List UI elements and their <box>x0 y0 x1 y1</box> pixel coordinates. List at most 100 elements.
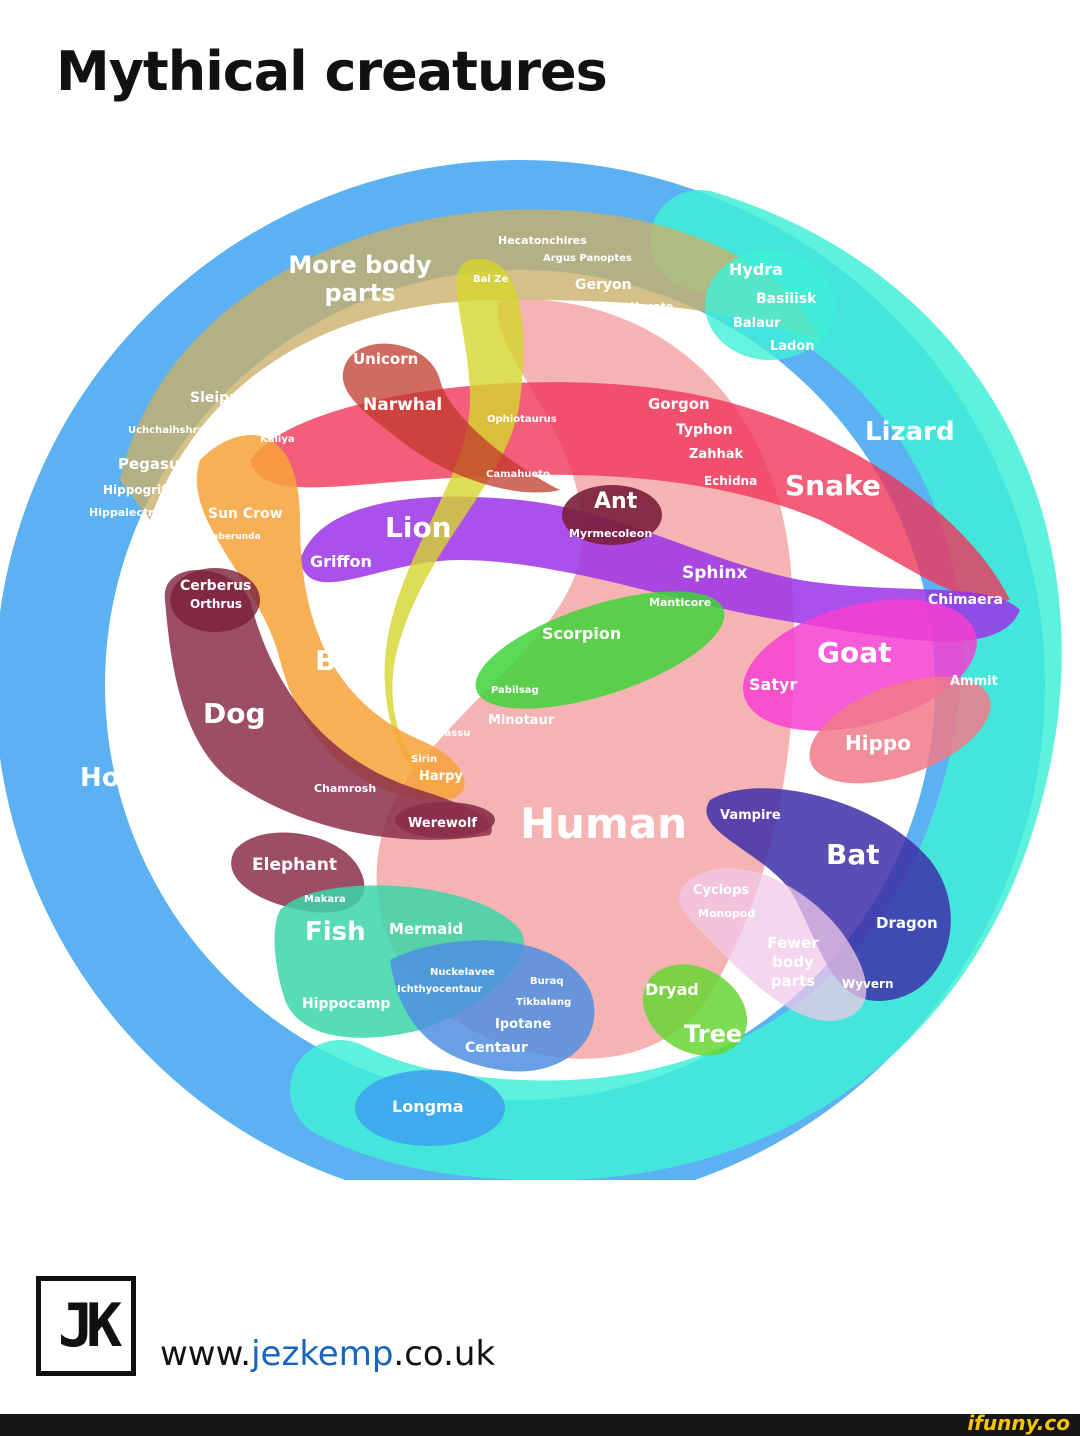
myrmecoleon-label: Myrmecoleon <box>569 527 652 540</box>
ammit-label: Ammit <box>950 674 998 689</box>
centaur-label: Centaur <box>465 1040 528 1056</box>
hippo-label: Hippo <box>845 731 911 755</box>
minotaur-label: Minotaur <box>488 713 555 728</box>
monopod-label: Monopod <box>698 907 755 920</box>
hydra-region <box>705 250 835 360</box>
sleipnir-label: Sleipnir <box>190 390 251 406</box>
sirin-label: Sirin <box>411 754 437 765</box>
centaur-region <box>390 940 595 1072</box>
werewolf-region <box>395 802 495 838</box>
basilisk-label: Basilisk <box>756 291 817 307</box>
unicorn-label: Unicorn <box>353 350 418 368</box>
lion-label: Lion <box>385 511 452 544</box>
dragon-label: Dragon <box>876 914 938 932</box>
logo-text: JK <box>57 1291 122 1361</box>
sphinx-label: Sphinx <box>682 563 747 583</box>
werewolf-label: Werewolf <box>408 816 477 831</box>
narwhal-region <box>342 343 560 493</box>
buraq-label: Buraq <box>530 976 564 987</box>
bat-label: Bat <box>826 838 880 871</box>
orthrus-label: Orthrus <box>190 597 242 611</box>
goat-label: Goat <box>817 636 892 669</box>
hippogriff-label: Hippogriff <box>103 483 171 497</box>
lamassu-label: Lamassu <box>421 728 470 739</box>
nuckelavee-label: Nuckelavee <box>430 967 495 978</box>
mermaid-label: Mermaid <box>389 920 463 938</box>
wyvern-label: Wyvern <box>842 977 893 991</box>
bull-label: Bull <box>448 582 508 615</box>
ichthyocentaur-label: Ichthyocentaur <box>397 984 483 995</box>
cyclops-label: Cyclops <box>693 883 749 898</box>
griffon-label: Griffon <box>310 552 372 571</box>
more-body-parts-region <box>120 209 820 520</box>
longma-label: Longma <box>392 1097 464 1116</box>
sun-crow-label: Sun Crow <box>208 506 283 522</box>
snake-label: Snake <box>785 469 881 502</box>
chamrosh-label: Chamrosh <box>314 782 376 795</box>
cockatrice-label: Cockatrice <box>298 490 358 501</box>
elephant-label: Elephant <box>252 855 337 875</box>
uchchaihshravas-label: Uchchaihshravas <box>128 425 224 436</box>
hecatonchires-label: Hecatonchires <box>498 234 587 247</box>
chimaera-label: Chimaera <box>928 592 1003 608</box>
lion-region <box>300 496 1020 642</box>
hydra-label: Hydra <box>729 260 783 279</box>
lizard-label: Lizard <box>865 417 955 447</box>
ipotane-label: Ipotane <box>495 1017 551 1032</box>
camahueto-label: Camahueto <box>486 469 550 480</box>
tree-label: Tree <box>684 1020 742 1048</box>
horse-label: Horse <box>80 763 166 793</box>
dog-label: Dog <box>203 697 266 730</box>
scorpion-label: Scorpion <box>542 624 621 643</box>
ant-region <box>562 485 662 545</box>
fewer-body-parts-region <box>679 868 867 1021</box>
pegasus-label: Pegasus <box>118 455 189 473</box>
vampire-label: Vampire <box>720 808 781 823</box>
geryon-label: Geryon <box>575 277 632 293</box>
makara-label: Makara <box>304 894 346 905</box>
balaur-label: Balaur <box>733 316 781 331</box>
tree-region <box>642 964 748 1056</box>
url-suffix: .co.uk <box>393 1334 496 1374</box>
cerberus-region <box>170 568 260 632</box>
gandaberunda-label: Gandaberunda <box>186 532 261 542</box>
ladon-label: Ladon <box>770 339 815 354</box>
bai-ze-label: Bai Ze <box>473 274 509 285</box>
manticore-label: Manticore <box>649 596 711 609</box>
argus-panoptes-label: Argus Panoptes <box>543 253 632 264</box>
bat-region <box>706 788 951 1001</box>
harpy-label: Harpy <box>419 769 463 784</box>
kaliya-label: Kaliya <box>260 434 295 445</box>
dog-region <box>164 570 492 840</box>
bottom-bar: ifunny.co <box>0 1411 1080 1436</box>
satyr-label: Satyr <box>749 675 797 694</box>
pabilsag-label: Pabilsag <box>491 685 539 696</box>
narwhal-label: Narwhal <box>363 395 442 415</box>
url-highlight: jezkemp <box>251 1334 394 1374</box>
scorpion-region <box>475 591 725 709</box>
page-title: Mythical creatures <box>56 40 608 103</box>
hippocamp-label: Hippocamp <box>302 996 391 1012</box>
tikbalang-label: Tikbalang <box>516 997 571 1008</box>
zahhak-label: Zahhak <box>689 447 743 462</box>
gorgon-label: Gorgon <box>648 395 710 413</box>
longma-region <box>355 1070 505 1146</box>
fish-label: Fish <box>305 917 366 947</box>
hippalectryon-label: Hippalectryon <box>89 506 176 519</box>
bird-region <box>196 435 465 800</box>
hippo-region <box>809 676 991 784</box>
url-prefix: www. <box>160 1334 252 1374</box>
ifunny-watermark: ifunny.co <box>967 1411 1070 1435</box>
site-url[interactable]: www.jezkemp.co.uk <box>160 1334 495 1374</box>
typhon-label: Typhon <box>676 422 733 438</box>
dryad-label: Dryad <box>645 980 699 999</box>
bird-label: Bird <box>315 644 380 677</box>
ant-label: Ant <box>594 489 638 514</box>
hecate-label: Hecate <box>630 300 673 313</box>
bull-region <box>384 259 524 792</box>
ophiotaurus-label: Ophiotaurus <box>487 414 557 425</box>
echidna-label: Echidna <box>704 474 757 488</box>
